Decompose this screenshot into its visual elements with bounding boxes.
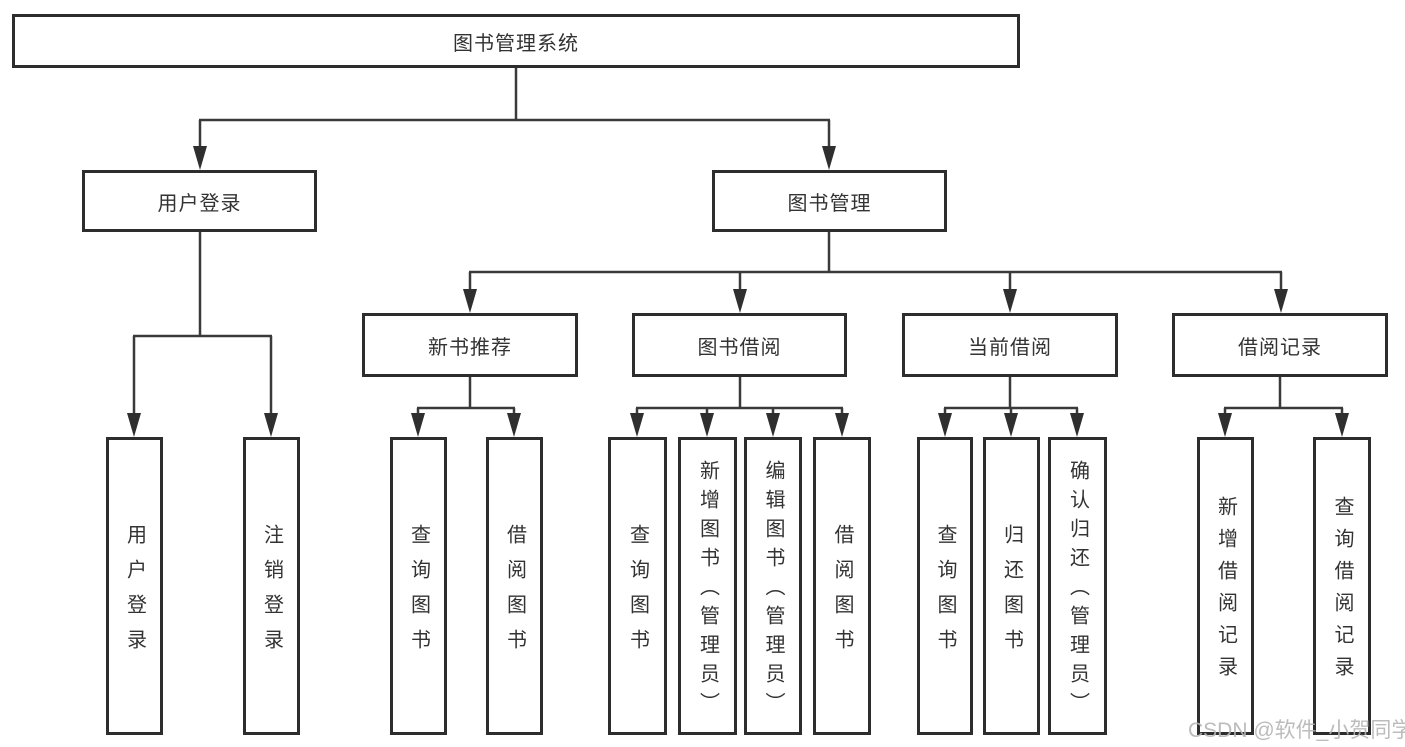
leaf-label: 用户登录 [123,523,146,664]
leaf-confirm-return-admin: 确认归还（管理员） [1048,437,1107,735]
node-label: 新书推荐 [428,336,512,359]
leaf-label: 查询图书 [934,523,956,664]
connector-bookmgmt-to-level3 [468,232,1283,293]
node-book-management: 图书管理 [712,170,947,232]
leaf-query-borrow-record: 查询借阅记录 [1313,437,1371,735]
node-label: 图书管理 [787,192,872,215]
leaf-label: 确认归还（管理员） [1066,460,1089,721]
node-label: 图书管理系统 [453,32,579,55]
leaf-return-books: 归还图书 [983,437,1040,735]
leaf-add-borrow-record: 新增借阅记录 [1197,437,1254,735]
connector-newbook-to-leaves [416,377,516,417]
leaf-label: 查询图书 [626,523,649,664]
leaf-borrow-books-1: 借阅图书 [486,437,543,735]
leaf-query-books-1: 查询图书 [390,437,447,735]
leaf-label: 新增借阅记录 [1214,496,1237,688]
connector-bookborrow-to-leaves [635,377,844,417]
leaf-label: 借阅图书 [831,523,853,664]
node-label: 当前借阅 [968,336,1052,359]
connector-root-to-level2 [198,68,831,150]
node-book-borrowing: 图书借阅 [632,313,847,377]
leaf-query-books-3: 查询图书 [917,437,973,735]
node-current-borrowing: 当前借阅 [902,313,1118,377]
leaf-label: 归还图书 [1000,523,1023,664]
leaf-user-login: 用户登录 [106,437,163,735]
leaf-label: 查询图书 [407,523,430,664]
leaf-add-book-admin: 新增图书（管理员） [678,437,737,735]
arrowheads [127,146,1349,437]
leaf-label: 借阅图书 [503,523,526,664]
node-label: 图书借阅 [697,336,782,359]
node-label: 用户登录 [157,192,242,215]
leaf-borrow-books-2: 借阅图书 [813,437,871,735]
connector-userlogin-to-leaves [132,232,273,417]
connector-currentborrow-to-leaves [943,377,1079,417]
node-borrowing-records: 借阅记录 [1172,313,1388,377]
leaf-query-books-2: 查询图书 [608,437,667,735]
leaf-edit-book-admin: 编辑图书（管理员） [744,437,802,735]
node-library-system: 图书管理系统 [12,14,1020,68]
leaf-logout: 注销登录 [243,437,300,735]
node-user-login: 用户登录 [82,170,317,232]
csdn-watermark: CSDN @软件_小贺同学 [1188,719,1405,742]
connector-records-to-leaves [1223,377,1344,417]
node-label: 借阅记录 [1238,336,1322,359]
leaf-label: 查询借阅记录 [1331,496,1353,688]
node-new-book-recommend: 新书推荐 [362,313,578,377]
leaf-label: 编辑图书（管理员） [762,460,784,721]
leaf-label: 注销登录 [260,523,283,664]
leaf-label: 新增图书（管理员） [696,460,719,721]
